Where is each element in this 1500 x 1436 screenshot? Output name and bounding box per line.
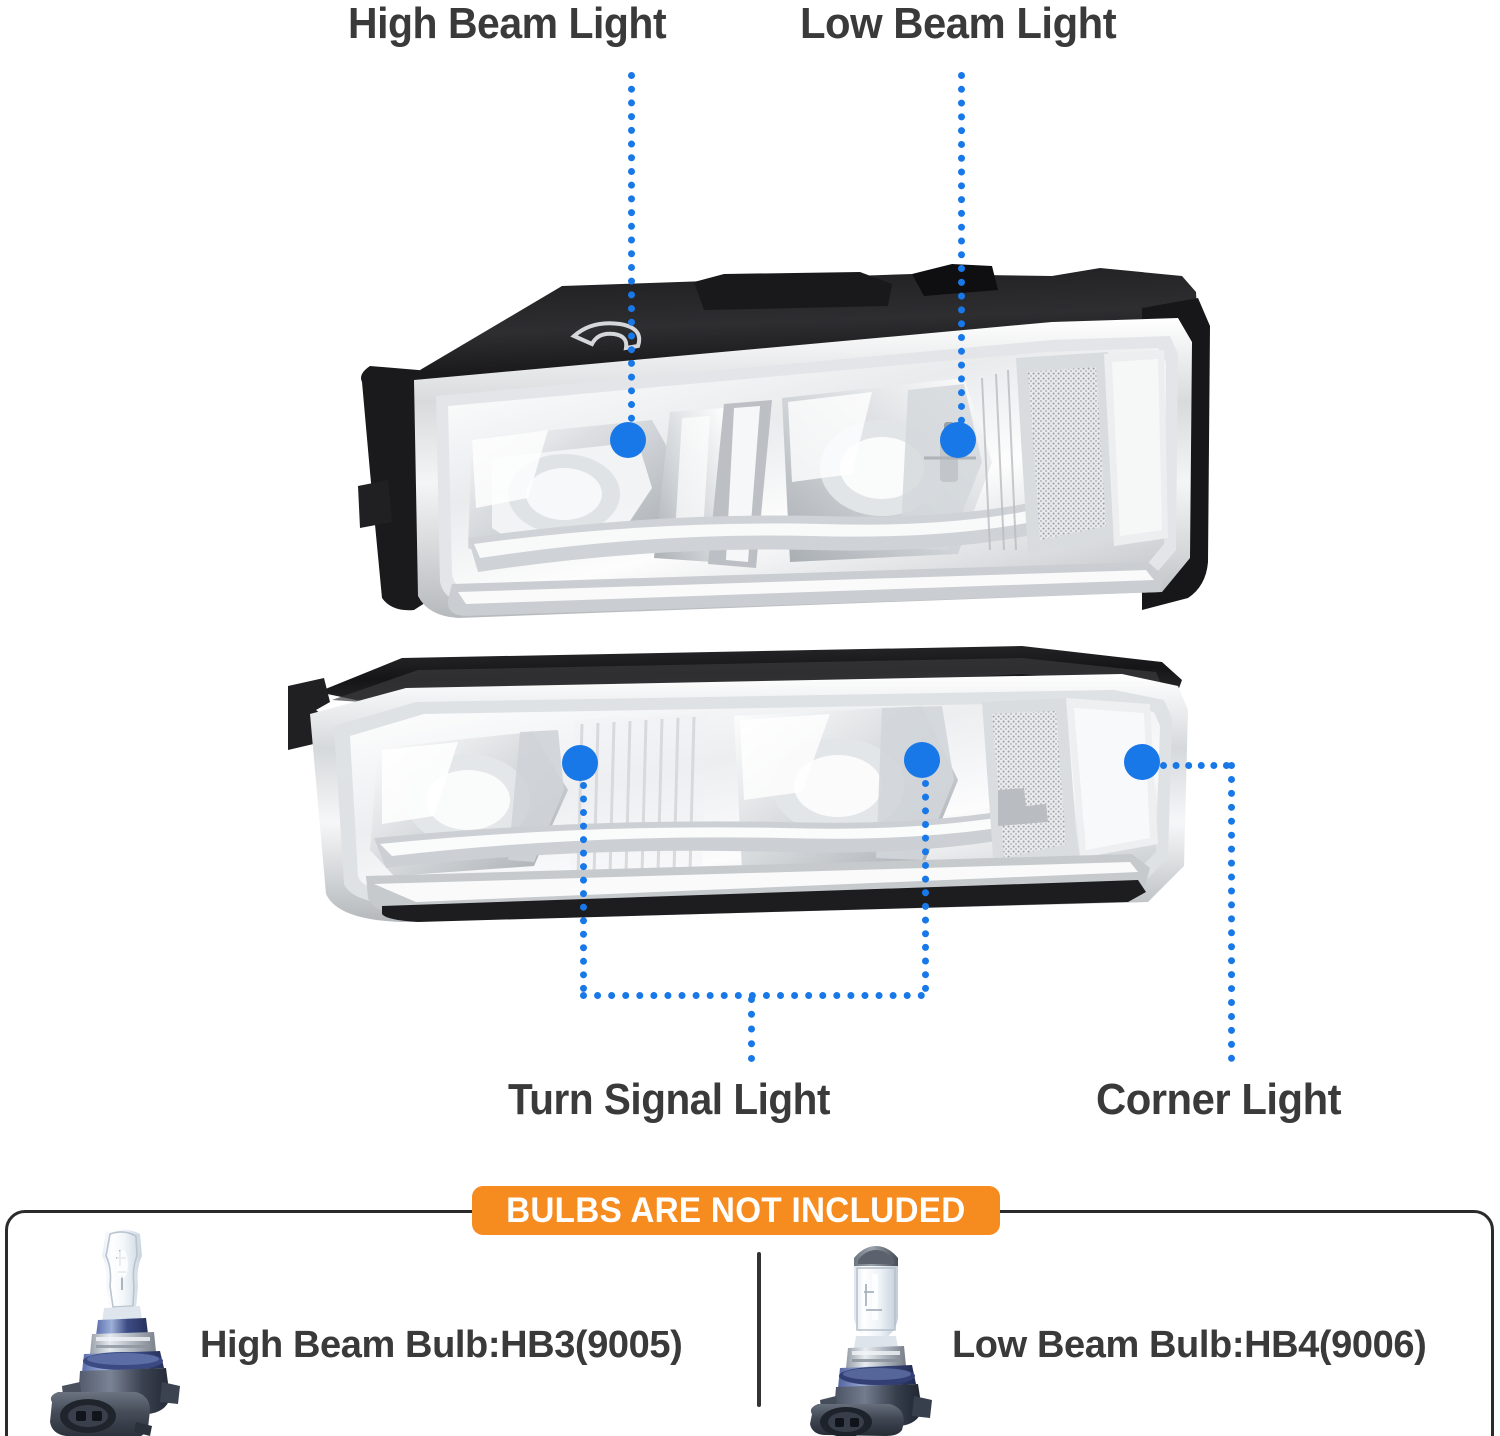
- leader-line-corner-vertical: [1228, 762, 1235, 1062]
- turn-signal-lower-unit: [288, 646, 1188, 922]
- hotspot-turn-signal-right[interactable]: [904, 742, 940, 778]
- low-beam-bulb-caption: Low Beam Bulb:HB4(9006): [952, 1324, 1427, 1366]
- low-beam-bulb-icon: [810, 1246, 932, 1436]
- leader-line-turn-signal-right: [922, 780, 929, 992]
- high-beam-bulb-caption: High Beam Bulb:HB3(9005): [200, 1324, 683, 1366]
- leader-line-turn-signal-bridge: [580, 992, 925, 999]
- panel-divider: [757, 1252, 761, 1407]
- leader-line-corner-horizontal: [1160, 762, 1230, 769]
- banner-text: BULBS ARE NOT INCLUDED: [506, 1191, 966, 1230]
- product-photo: [288, 264, 1210, 922]
- headlamp-upper-unit: [358, 264, 1210, 618]
- callout-label-turn-signal: Turn Signal Light: [508, 1075, 830, 1124]
- hotspot-high-beam[interactable]: [610, 422, 646, 458]
- leader-line-turn-signal-stem: [748, 996, 755, 1062]
- callout-label-high-beam: High Beam Light: [348, 0, 667, 48]
- hotspot-low-beam[interactable]: [940, 422, 976, 458]
- bulbs-panel: [5, 1210, 1494, 1436]
- leader-line-high-beam: [628, 72, 635, 422]
- callout-label-corner-light: Corner Light: [1096, 1075, 1342, 1124]
- leader-line-turn-signal-left: [580, 782, 587, 992]
- hotspot-corner-light[interactable]: [1124, 744, 1160, 780]
- bulbs-not-included-banner: BULBS ARE NOT INCLUDED: [472, 1186, 1000, 1235]
- leader-line-low-beam: [958, 72, 965, 424]
- high-beam-bulb-icon: [50, 1229, 180, 1436]
- callout-label-low-beam: Low Beam Light: [800, 0, 1117, 48]
- hotspot-turn-signal-left[interactable]: [562, 745, 598, 781]
